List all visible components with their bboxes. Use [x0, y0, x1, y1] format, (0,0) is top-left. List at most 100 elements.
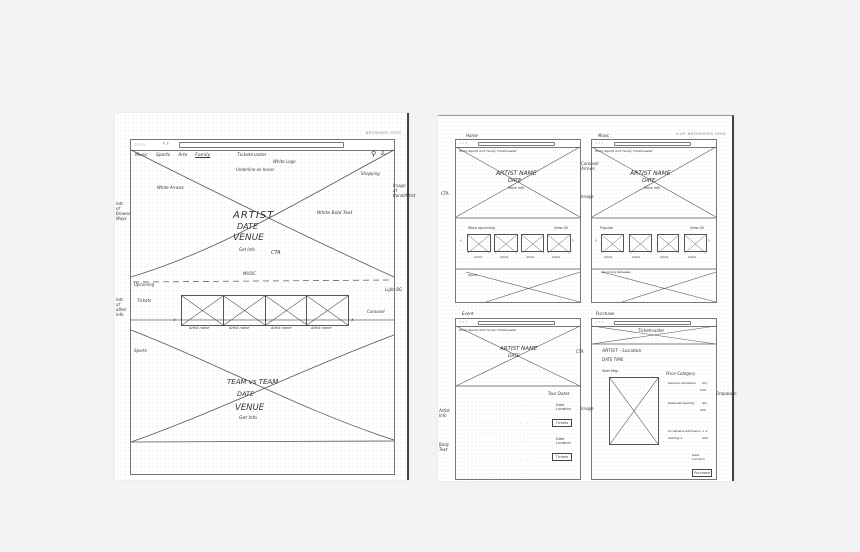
annotation-cta: CTA	[441, 191, 449, 196]
tickets-button[interactable]: Tickets	[552, 453, 572, 461]
carousel-card[interactable]	[181, 295, 224, 326]
thumb-card[interactable]	[628, 234, 652, 254]
carousel-next-icon[interactable]: ›	[572, 238, 574, 244]
carousel-prev-icon[interactable]: ‹	[173, 316, 176, 324]
event-title: ARTIST - Location	[602, 349, 642, 354]
seat-map[interactable]	[609, 377, 659, 445]
carousel-next-icon[interactable]: ›	[351, 316, 354, 324]
annotation-image-2: Image	[581, 406, 594, 411]
thumb-card[interactable]	[467, 234, 491, 254]
annotation-dropdown: Dropdown	[716, 391, 737, 396]
carousel-subheading: Tickets	[137, 298, 152, 303]
browser-chrome: ○○○ ‹ ›	[131, 140, 394, 151]
thumb-card[interactable]	[601, 234, 624, 254]
hero-more-info[interactable]: More Info	[508, 186, 525, 190]
panel-nav[interactable]: Music Sports Arts Family Ticketmaster	[595, 149, 653, 153]
tour-date-entry: Date Location	[556, 437, 571, 445]
seat-map-label: Seat Map	[602, 369, 619, 373]
sports-venue: VENUE	[235, 403, 265, 413]
price-value: $XX	[702, 436, 709, 440]
image-placeholder-icon	[629, 234, 651, 254]
logo[interactable]: Ticketmaster	[237, 153, 267, 158]
thumb-card[interactable]	[520, 234, 545, 254]
view-all-link[interactable]: View All	[690, 226, 704, 230]
cta-note: CTA	[271, 250, 281, 256]
nav-item-music[interactable]: Music	[135, 153, 148, 158]
carousel-card[interactable]	[265, 295, 308, 326]
hero-artist-name: ARTIST NAME	[630, 170, 671, 177]
user-icon[interactable]: ♙	[380, 150, 386, 157]
thumb-label: Artist	[660, 255, 669, 259]
nav-item-arts[interactable]: Arts	[178, 153, 188, 158]
price-row-label: Reserved Seating	[668, 401, 695, 405]
section-divider-label: MUSIC	[243, 271, 256, 276]
thumb-card[interactable]	[684, 234, 707, 254]
carousel-card[interactable]	[307, 295, 349, 326]
thumb-label: Artist	[688, 255, 697, 259]
nav-item-family[interactable]: Family	[195, 153, 211, 158]
thumb-label: Artist	[632, 255, 641, 259]
image-placeholder-icon	[601, 234, 623, 254]
nav-arrows-icon[interactable]: ‹ ›	[163, 141, 169, 147]
price-category-heading: Price Category	[666, 371, 696, 376]
thumb-card[interactable]	[493, 234, 518, 254]
carousel-next-icon[interactable]: ›	[708, 238, 710, 244]
panel-nav[interactable]: Music Sports Arts Family Ticketmaster	[459, 328, 517, 332]
panel-purchase: ○○○ Ticketmaster ARTIST - Location DATE …	[591, 318, 717, 480]
top-nav: Music Sports Arts Family	[135, 153, 210, 158]
window-dots-icon: ○○○	[459, 141, 469, 145]
url-bar[interactable]	[179, 142, 344, 148]
four-up-browsers-sheet: 4-UP BROWSERS GRID Home ○○○ Music Sports…	[438, 115, 737, 489]
url-bar[interactable]	[478, 142, 555, 146]
image-placeholder-icon	[521, 234, 544, 254]
carousel-card[interactable]	[223, 295, 266, 326]
sports-more-info[interactable]: Get Info	[239, 416, 257, 421]
thumb-row	[601, 234, 707, 254]
annotation-other-info: lots of other info	[116, 297, 127, 317]
sports-label: Sports	[134, 348, 147, 353]
carousel-heading: Upcoming	[134, 282, 155, 287]
url-bar[interactable]	[614, 321, 691, 325]
url-bar[interactable]	[478, 321, 555, 325]
url-bar[interactable]	[614, 142, 691, 146]
qty-dropdown[interactable]: Qty	[702, 381, 708, 385]
search-icon[interactable]: ⚲	[371, 150, 377, 158]
hero-more-info[interactable]: Get Info	[239, 247, 255, 252]
hero-artist: ARTIST	[233, 210, 275, 221]
hero-artist-name: ARTIST NAME	[496, 170, 537, 177]
carousel-track	[181, 295, 349, 326]
image-placeholder-icon	[467, 234, 490, 254]
thumb-label: Artist	[500, 255, 509, 259]
price-row-label: General Admission	[668, 381, 697, 385]
hero-more-info[interactable]: More Info	[644, 186, 661, 190]
carousel-item-label: Artist name	[189, 326, 210, 330]
nav-item-sports[interactable]: Sports	[155, 153, 171, 158]
carousel-prev-icon[interactable]: ‹	[595, 238, 597, 244]
thumb-row	[467, 234, 571, 254]
annotation-shopping: Shopping	[361, 171, 380, 176]
hero-placeholder-x-icon	[455, 146, 581, 303]
panel-music: ○○○ Music Sports Arts Family Ticketmaste…	[591, 139, 717, 303]
price-value: $XX	[700, 388, 707, 392]
thumb-label: Artist	[526, 255, 535, 259]
qty-dropdown[interactable]: Qty	[702, 401, 708, 405]
tickets-button[interactable]: Tickets	[552, 419, 572, 427]
sheet-corner-label: BROWSER GRID	[365, 130, 401, 135]
view-all-link[interactable]: View All	[554, 226, 568, 230]
image-placeholder-icon	[223, 295, 265, 326]
image-placeholder-icon	[685, 234, 707, 254]
hero-placeholder-x-icon	[455, 325, 581, 387]
logo[interactable]: Ticketmaster	[638, 328, 665, 333]
annotation-light-bg: Light BG	[385, 287, 403, 292]
thumb-card[interactable]	[656, 234, 680, 254]
bold-text-note: White Bold Text	[317, 211, 353, 216]
thumb-card[interactable]	[547, 234, 571, 254]
carousel-prev-icon[interactable]: ‹	[460, 238, 462, 244]
window-dots-icon: ○○○	[595, 320, 605, 324]
carousel-item-label: Artist name	[229, 326, 250, 330]
browser-chrome: ○○○	[456, 319, 580, 327]
annotation-image-of-band: Image of Band/Artist	[393, 183, 416, 198]
annotation-browse-ways: lots of Browse Ways	[116, 201, 131, 221]
purchase-button[interactable]: Purchase	[692, 469, 712, 477]
panel-nav[interactable]: Music Sports Arts Family Ticketmaster	[459, 149, 517, 153]
